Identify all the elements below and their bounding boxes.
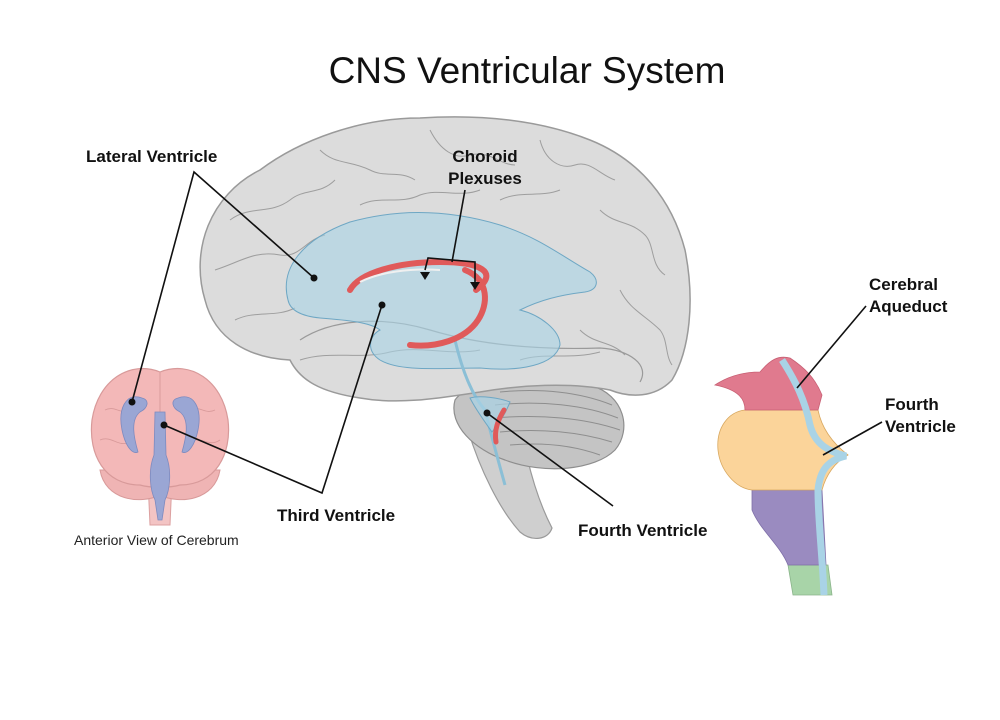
label-cerebral-line2: Aqueduct [869, 297, 948, 316]
label-cerebral-line1: Cerebral [869, 275, 938, 294]
leader-third-ventricle [163, 304, 383, 495]
label-fourth-ventricle: Fourth Ventricle [578, 521, 708, 540]
diagram-title: CNS Ventricular System [328, 50, 726, 91]
leader-choroid-bracket [424, 257, 476, 282]
canal [779, 358, 847, 596]
label-cerebral-aqueduct: Cerebral Aqueduct [869, 274, 947, 318]
label-lateral-ventricle: Lateral Ventricle [86, 147, 218, 166]
leader-lateral-ventricle [131, 170, 315, 403]
leader-choroid-stem [451, 189, 466, 263]
label-fourth-line2: Ventricle [885, 417, 956, 436]
label-third-ventricle: Third Ventricle [277, 506, 396, 525]
leader-fourth-ventricle-right [822, 421, 883, 456]
anterior-brain [90, 367, 230, 526]
midbrain-section [713, 356, 823, 411]
label-choroid-line2: Plexuses [448, 169, 522, 188]
caption-anterior-view: Anterior View of Cerebrum [74, 532, 239, 548]
anterior-ventricles [120, 396, 200, 521]
label-fourth-line1: Fourth [885, 395, 939, 414]
leader-dots [128, 272, 491, 429]
choroid-plexus [347, 258, 507, 445]
label-choroid-line1: Choroid [452, 147, 518, 166]
label-fourth-ventricle-right: Fourth Ventricle [885, 394, 956, 438]
brainstem-diagram [713, 356, 849, 596]
lateral-ventricle-shape [285, 212, 597, 370]
leader-lines [131, 170, 883, 507]
pons-section [717, 409, 849, 491]
fourth-ventricle-choroid [493, 407, 507, 445]
medulla-section [751, 489, 827, 566]
leader-cerebral-aqueduct [796, 305, 867, 389]
label-choroid-plexuses: Choroid Plexuses [440, 146, 530, 190]
leader-fourth-ventricle [486, 412, 614, 507]
ventricular-system [285, 212, 597, 486]
brainstem [467, 429, 553, 539]
